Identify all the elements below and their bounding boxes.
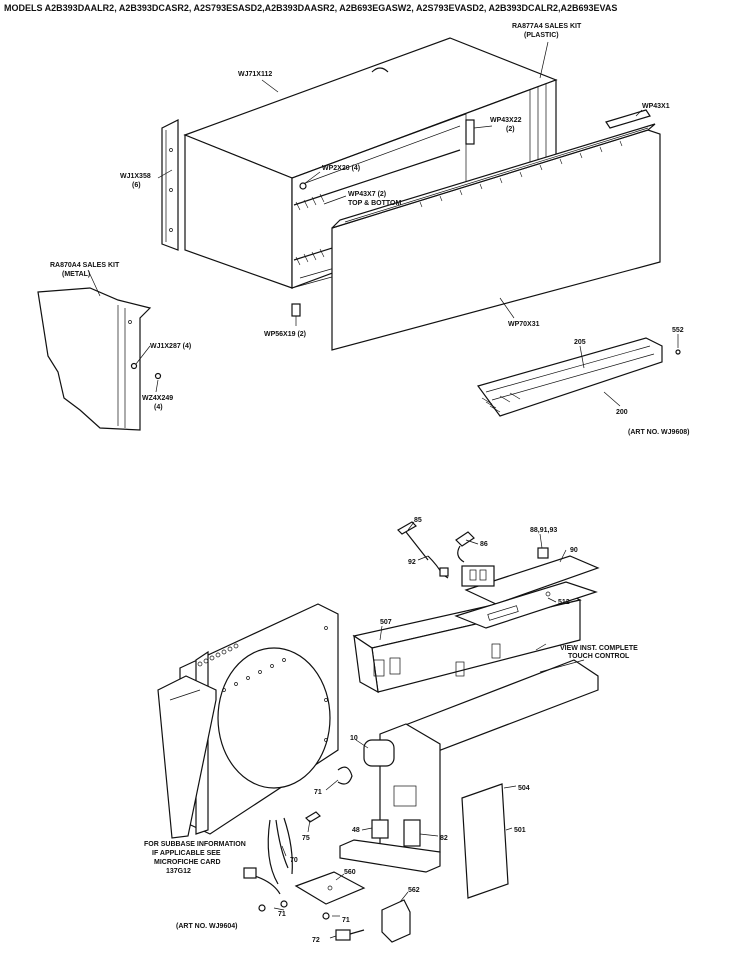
label-view-line1: VIEW INST. COMPLETE xyxy=(560,645,638,652)
label-art-bottom: (ART NO. WJ9604) xyxy=(176,923,237,930)
side-plate-501 xyxy=(461,783,509,899)
capacitor-10 xyxy=(363,739,395,767)
label-wp43x22-line1: WP43X22 xyxy=(490,117,522,124)
label-wj1x358-line1: WJ1X358 xyxy=(120,173,151,180)
label-wp43x7-line1: WP43X7 (2) xyxy=(348,191,386,198)
label-10: 10 xyxy=(350,735,358,742)
label-72: 72 xyxy=(312,937,320,944)
switch-86 xyxy=(455,531,475,563)
front-panel-wp70x31 xyxy=(331,123,661,351)
control-knob-85 xyxy=(397,521,429,561)
label-552: 552 xyxy=(672,327,684,334)
connector-75 xyxy=(305,811,321,823)
label-82: 82 xyxy=(440,835,448,842)
label-205: 205 xyxy=(574,339,586,346)
label-562: 562 xyxy=(408,887,420,894)
label-90: 90 xyxy=(570,547,578,554)
label-wp43x1: WP43X1 xyxy=(642,103,670,110)
label-wj1x287: WJ1X287 (4) xyxy=(150,343,191,350)
metal-sales-kit-ra870a4 xyxy=(37,287,152,431)
label-wz4x249-line2: (4) xyxy=(154,404,163,411)
label-507: 507 xyxy=(380,619,392,626)
terminal-block xyxy=(461,565,495,587)
wire-harness-92 xyxy=(427,555,449,579)
label-wp2x20: WP2X20 (4) xyxy=(322,165,360,172)
label-48: 48 xyxy=(352,827,360,834)
label-ra870a4-line1: RA870A4 SALES KIT xyxy=(50,262,120,269)
screw-wp2x20-icon xyxy=(299,182,307,190)
plug-72 xyxy=(335,929,365,941)
bottom-leader-lines xyxy=(273,521,567,939)
label-wj71x112: WJ71X112 xyxy=(238,71,272,78)
label-subbase-line2: IF APPLICABLE SEE xyxy=(152,850,221,857)
screw-wz4x249-icon xyxy=(154,372,162,380)
label-wp70x31: WP70X31 xyxy=(508,321,540,328)
mounting-plate-560 xyxy=(294,871,366,905)
label-wp43x7-line2: TOP & BOTTOM xyxy=(348,200,401,207)
label-92: 92 xyxy=(408,559,416,566)
label-501: 501 xyxy=(514,827,526,834)
label-71c: 71 xyxy=(342,917,350,924)
relay-88 xyxy=(537,547,549,559)
label-ra877a4-line1: RA877A4 SALES KIT xyxy=(512,23,582,30)
clamp-71 xyxy=(337,766,353,785)
label-200: 200 xyxy=(616,409,628,416)
label-subbase-line1: FOR SUBBASE INFORMATION xyxy=(144,841,246,848)
base-rail-assembly xyxy=(477,337,663,417)
label-512: 512 xyxy=(558,599,570,606)
label-88-91-93: 88,91,93 xyxy=(530,527,557,534)
label-85: 85 xyxy=(414,517,422,524)
label-wj1x358-line2: (6) xyxy=(132,182,141,189)
label-subbase-line4: 137G12 xyxy=(166,868,191,875)
cabinet-rear-flange xyxy=(161,119,179,251)
label-view-line2: TOUCH CONTROL xyxy=(568,653,630,660)
touch-control-panel xyxy=(454,555,600,629)
label-ra877a4-line2: (PLASTIC) xyxy=(524,32,559,39)
label-art-top: (ART NO. WJ9608) xyxy=(628,429,689,436)
screw-wj1x287-icon xyxy=(130,362,138,370)
label-ra870a4-line2: (METAL) xyxy=(62,271,90,278)
trim-strip-wp43x1 xyxy=(605,109,651,129)
lower-compartment xyxy=(339,723,441,873)
label-wp43x22-line2: (2) xyxy=(506,126,515,133)
label-wz4x249-line1: WZ4X249 xyxy=(142,395,173,402)
screw-552-icon xyxy=(675,349,681,355)
bracket-wp43x22 xyxy=(465,119,475,145)
top-leader-lines xyxy=(87,41,679,407)
label-75: 75 xyxy=(302,835,310,842)
bracket-562 xyxy=(381,899,411,943)
washers xyxy=(258,900,330,920)
clip-wp56x19 xyxy=(291,303,301,317)
label-560: 560 xyxy=(344,869,356,876)
label-86: 86 xyxy=(480,541,488,548)
label-504: 504 xyxy=(518,785,530,792)
label-wp56x19: WP56X19 (2) xyxy=(264,331,306,338)
label-71: 71 xyxy=(314,789,322,796)
bulkhead-hole-row xyxy=(197,643,239,667)
label-subbase-line3: MICROFICHE CARD xyxy=(154,859,221,866)
models-header: MODELS A2B393DAALR2, A2B393DCASR2, A2S79… xyxy=(4,3,617,13)
wiring-70 xyxy=(243,817,293,895)
label-70: 70 xyxy=(290,857,298,864)
label-71b: 71 xyxy=(278,911,286,918)
angled-support-bracket xyxy=(157,675,217,839)
